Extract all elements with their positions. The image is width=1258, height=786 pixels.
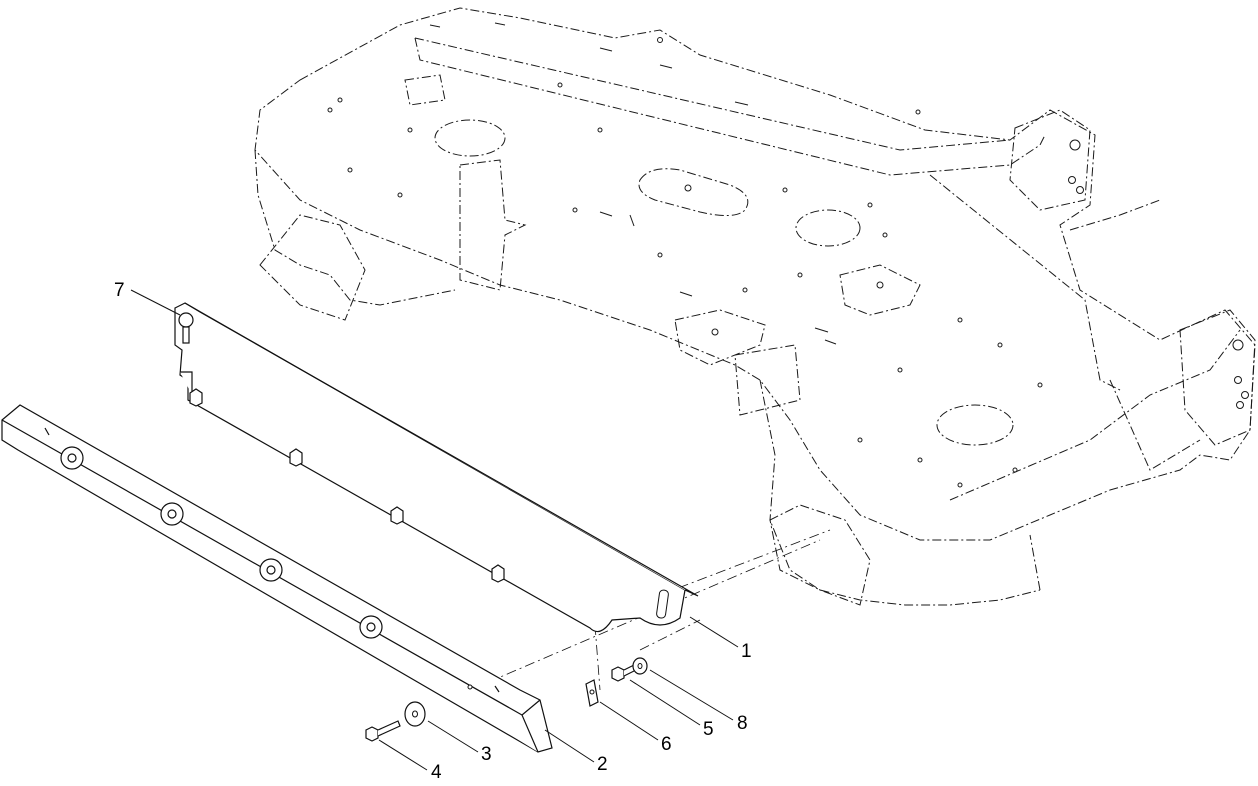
callout-7: 7	[114, 280, 125, 301]
callout-8: 8	[737, 713, 748, 734]
carriage-bolt-part	[178, 312, 194, 344]
baffle-plate-part	[1, 404, 553, 753]
leader-lines	[130, 289, 739, 771]
bolt-part-4	[365, 720, 401, 742]
callout-5: 5	[703, 719, 714, 740]
callout-6: 6	[661, 734, 672, 755]
clip-nut-part	[585, 679, 599, 707]
baffle-bracket-part	[174, 302, 699, 633]
mower-deck-outline	[254, 7, 1256, 606]
callout-4: 4	[431, 762, 442, 783]
callout-2: 2	[597, 754, 608, 775]
callout-labels: 7 1 2 3 4 5 6 8	[114, 280, 752, 783]
washer-part-8	[632, 657, 648, 675]
callout-1: 1	[741, 641, 752, 662]
callout-3: 3	[481, 744, 492, 765]
assembly-centerlines	[469, 529, 831, 691]
flat-washer-part	[404, 701, 426, 727]
